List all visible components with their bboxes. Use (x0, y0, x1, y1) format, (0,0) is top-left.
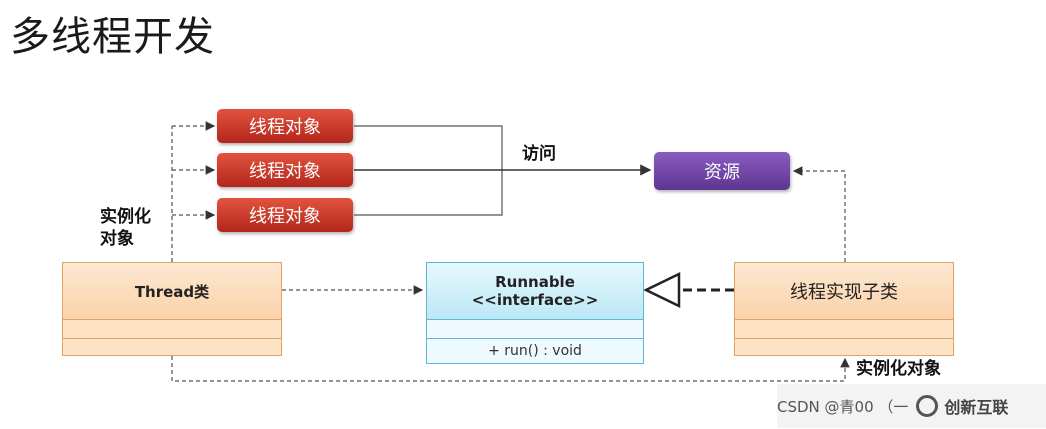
thread-class-attrs (63, 319, 281, 338)
runnable-header: Runnable <<interface>> (427, 263, 643, 319)
watermark-bar: CSDN @青00 （一 创新互联 (777, 384, 1046, 428)
instantiate-label-left: 实例化 对象 (100, 206, 151, 250)
runnable-interface-box: Runnable <<interface>> + run() : void (426, 262, 644, 364)
impl-class-name: 线程实现子类 (790, 282, 898, 303)
cx-logo-icon (916, 395, 939, 417)
thread-class-methods (63, 338, 281, 355)
runnable-stereotype: <<interface>> (471, 291, 599, 309)
impl-class-box: 线程实现子类 (734, 262, 954, 356)
watermark-brand: 创新互联 (944, 398, 1009, 417)
runnable-name: Runnable (495, 273, 575, 291)
thread-class-box: Thread类 (62, 262, 282, 356)
thread-class-name: Thread类 (134, 282, 210, 301)
instantiate-line-1: 实例化 (100, 207, 151, 227)
watermark-text: CSDN @青00 （一 (777, 397, 909, 416)
instantiate-line-2: 对象 (100, 229, 134, 249)
thread-object-3: 线程对象 (217, 198, 353, 232)
resource-box: 资源 (654, 152, 790, 190)
page-title: 多线程开发 (10, 14, 215, 60)
access-label: 访问 (522, 144, 556, 164)
thread-object-2: 线程对象 (217, 153, 353, 187)
impl-class-attrs (735, 319, 953, 338)
runnable-attrs (427, 319, 643, 338)
thread-object-1: 线程对象 (217, 109, 353, 143)
impl-class-methods (735, 338, 953, 355)
runnable-method: + run() : void (427, 338, 643, 363)
instantiate-label-bottom: 实例化对象 (856, 359, 941, 379)
